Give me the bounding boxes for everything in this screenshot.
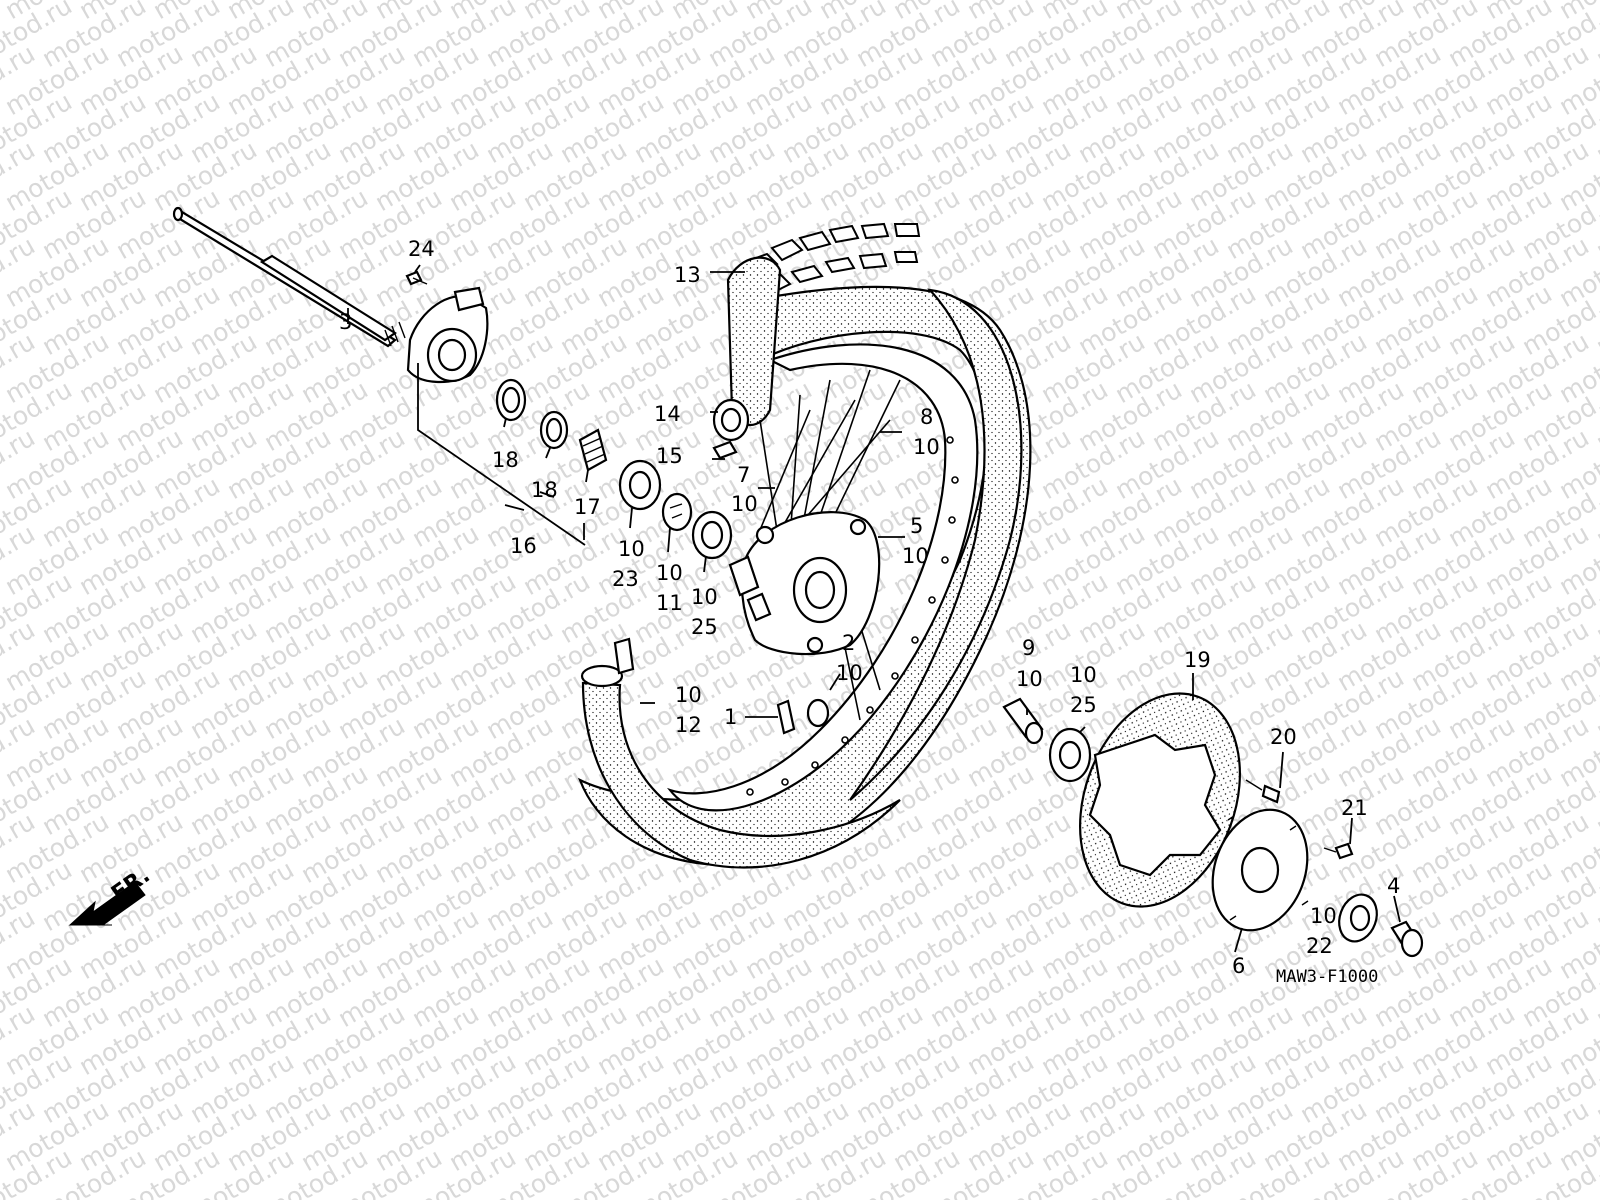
leader-lines: [347, 264, 1401, 953]
front-direction-arrow: FR.: [68, 863, 155, 926]
screw-24: [405, 270, 428, 286]
callout-18b: 18: [531, 478, 558, 502]
callout-16: 16: [510, 534, 537, 558]
front-axle: [172, 206, 406, 348]
bearing-25-right: [1048, 727, 1092, 783]
pulser-plate: [1211, 808, 1309, 932]
side-collar: [1390, 920, 1424, 958]
disc-bolt: [1245, 779, 1281, 804]
brake-disc: [1079, 692, 1241, 908]
tire-lower: [580, 637, 901, 869]
rim: [667, 343, 979, 812]
bearing-23: [618, 459, 662, 511]
callout-21: 21: [1341, 796, 1368, 820]
rim-spoke-holes: [746, 436, 959, 796]
callout-4: 4: [1387, 874, 1400, 898]
valve-cap: [776, 699, 796, 735]
distance-collar: [1002, 697, 1044, 745]
callout-13: 13: [674, 263, 701, 287]
callout-14: 14: [654, 402, 681, 426]
diagram-code: MAW3-F1000: [1276, 967, 1378, 987]
wheel-hub: [728, 511, 881, 656]
oil-seal-22: [1338, 893, 1378, 943]
callout-19: 19: [1184, 648, 1211, 672]
speedometer-gearbox: [406, 286, 489, 384]
plate-screw: [1323, 842, 1354, 860]
inner-tube: [712, 256, 782, 442]
valve-nut: [806, 698, 830, 728]
speedometer-gear: [578, 428, 608, 472]
callout-1: 1: [724, 705, 737, 729]
retainer-11: [661, 492, 693, 532]
seal-ring-inner: [539, 410, 569, 450]
callout-18a: 18: [492, 448, 519, 472]
bearing-25-left: [691, 510, 733, 560]
callout-20: 20: [1270, 725, 1297, 749]
seal-ring-outer: [495, 378, 527, 422]
callout-17: 17: [574, 495, 601, 519]
callout-15: 15: [656, 444, 683, 468]
callout-6: 6: [1232, 954, 1245, 978]
rim-band: [712, 440, 738, 460]
callout-3: 3: [339, 310, 352, 334]
callout-24: 24: [408, 237, 435, 261]
